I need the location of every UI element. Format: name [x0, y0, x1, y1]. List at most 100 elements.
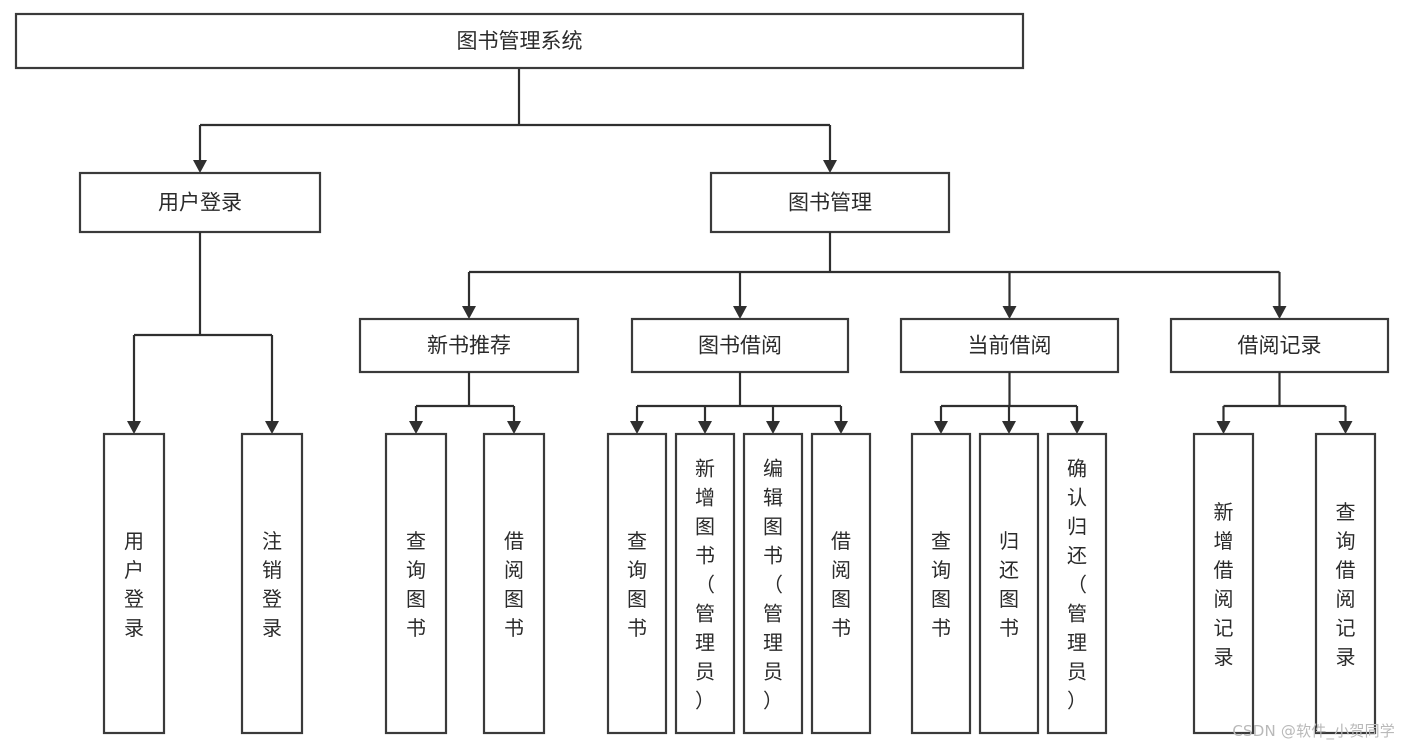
node-label-bb-edit-book: （	[763, 573, 783, 597]
node-label-cb-return-book: 图	[999, 587, 1019, 611]
node-label-bb-edit-book: ）	[763, 689, 783, 713]
node-label-br-add-record: 新	[1214, 500, 1234, 524]
node-label-bb-borrow-book: 书	[831, 616, 851, 640]
node-label-bb-borrow-book: 阅	[831, 558, 851, 582]
node-label-bb-query-book: 询	[627, 558, 647, 582]
node-label-nbr-borrow-book: 图	[504, 587, 524, 611]
node-label-cb-confirm-return: 员	[1067, 660, 1087, 684]
arrow-head-icon	[1070, 421, 1084, 434]
node-label-br-add-record: 录	[1214, 645, 1234, 669]
node-label-logout-do: 注	[262, 529, 282, 553]
node-label-bb-edit-book: 图	[763, 515, 783, 539]
node-new-book-recommend[interactable]: 新书推荐	[358, 317, 580, 374]
node-label-cb-confirm-return: 认	[1067, 486, 1087, 510]
node-label-cb-query-book: 查	[931, 529, 951, 553]
node-login-do[interactable]: 用户登录	[102, 432, 166, 735]
node-label-cb-query-book: 书	[931, 616, 951, 640]
node-label-root: 图书管理系统	[457, 29, 583, 53]
node-label-book-manage: 图书管理	[788, 191, 872, 215]
node-label-bb-edit-book: 管	[763, 602, 783, 626]
node-label-bb-edit-book: 理	[763, 631, 783, 655]
node-borrow-record[interactable]: 借阅记录	[1169, 317, 1390, 374]
watermark-label: CSDN @软件_小贺同学	[1232, 722, 1395, 740]
node-label-cb-confirm-return: 管	[1067, 602, 1087, 626]
node-label-cb-query-book: 询	[931, 558, 951, 582]
node-box-nbr-query-book	[384, 432, 448, 735]
arrow-head-icon	[698, 421, 712, 434]
node-box-nbr-borrow-book	[482, 432, 546, 735]
node-label-logout-do: 登	[262, 587, 282, 611]
node-label-login-do: 用	[124, 529, 144, 553]
node-box-current-borrow	[899, 317, 1120, 374]
node-label-logout-do: 销	[262, 558, 282, 582]
arrow-head-icon	[409, 421, 423, 434]
node-label-nbr-query-book: 查	[406, 529, 426, 553]
node-label-cb-return-book: 归	[999, 529, 1019, 553]
node-box-login-do	[102, 432, 166, 735]
node-label-cb-confirm-return: （	[1067, 573, 1087, 597]
node-label-br-query-record: 询	[1336, 529, 1356, 553]
node-label-login-do: 录	[124, 616, 144, 640]
node-box-bb-query-book	[606, 432, 668, 735]
node-book-manage[interactable]: 图书管理	[709, 171, 951, 234]
node-box-cb-query-book	[910, 432, 972, 735]
node-label-user-login: 用户登录	[158, 191, 242, 215]
node-label-login-do: 登	[124, 587, 144, 611]
node-label-bb-add-book: 新	[695, 457, 715, 481]
node-label-cb-query-book: 图	[931, 587, 951, 611]
arrow-head-icon	[630, 421, 644, 434]
node-box-borrow-record	[1169, 317, 1390, 374]
node-label-cb-confirm-return: 确	[1067, 457, 1087, 481]
node-current-borrow[interactable]: 当前借阅	[899, 317, 1120, 374]
arrow-head-icon	[766, 421, 780, 434]
node-label-bb-add-book: 理	[695, 631, 715, 655]
node-label-cb-return-book: 还	[999, 558, 1019, 582]
arrow-head-icon	[127, 421, 141, 434]
node-label-cb-confirm-return: 还	[1067, 544, 1087, 568]
node-label-nbr-query-book: 询	[406, 558, 426, 582]
node-label-bb-add-book: （	[695, 573, 715, 597]
arrow-head-icon	[193, 160, 207, 173]
node-book-borrow[interactable]: 图书借阅	[630, 317, 850, 374]
node-label-bb-edit-book: 辑	[763, 486, 783, 510]
node-label-br-add-record: 增	[1214, 529, 1234, 553]
node-label-login-do: 户	[124, 558, 144, 582]
node-label-br-query-record: 查	[1336, 500, 1356, 524]
node-label-bb-edit-book: 员	[763, 660, 783, 684]
node-root[interactable]: 图书管理系统	[14, 12, 1025, 70]
arrow-head-icon	[934, 421, 948, 434]
node-label-new-book-recommend: 新书推荐	[427, 334, 511, 358]
node-label-bb-edit-book: 书	[763, 544, 783, 568]
node-box-bb-borrow-book	[810, 432, 872, 735]
node-box-logout-do	[240, 432, 304, 735]
arrow-head-icon	[834, 421, 848, 434]
node-box-cb-confirm-return	[1046, 432, 1108, 735]
arrow-head-icon	[1272, 306, 1287, 319]
node-box-bb-add-book	[674, 432, 736, 735]
node-box-bb-edit-book	[742, 432, 804, 735]
node-box-br-add-record	[1192, 432, 1255, 735]
node-label-cb-return-book: 书	[999, 616, 1019, 640]
node-label-br-add-record: 借	[1214, 558, 1234, 582]
arrow-head-icon	[507, 421, 521, 434]
node-user-login[interactable]: 用户登录	[78, 171, 322, 234]
node-label-br-add-record: 记	[1214, 616, 1234, 640]
node-label-br-query-record: 记	[1336, 616, 1356, 640]
node-label-bb-add-book: 增	[695, 486, 715, 510]
node-box-new-book-recommend	[358, 317, 580, 374]
node-label-bb-edit-book: 编	[763, 457, 783, 481]
node-label-cb-confirm-return: ）	[1067, 689, 1087, 713]
